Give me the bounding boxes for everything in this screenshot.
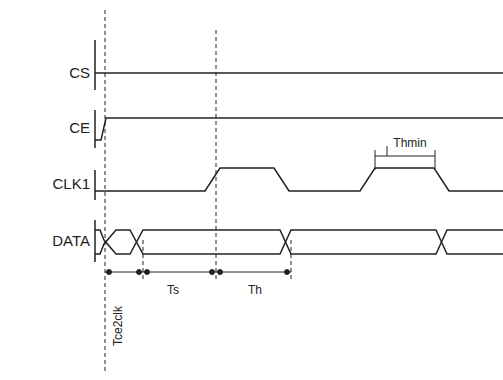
timing-label: Tce2clk [112, 306, 124, 346]
timing-label: Thmin [392, 137, 427, 149]
arrow-dot [137, 270, 142, 275]
timing-label: Th [247, 284, 263, 296]
dashed-guide [291, 240, 292, 280]
arrow-dot [145, 270, 150, 275]
arrow-dot [285, 270, 290, 275]
data-wave [95, 230, 503, 254]
dashed-guide [105, 10, 106, 372]
arrow-dot [107, 270, 112, 275]
reference-line [94, 220, 96, 262]
signal-name: CLK1 [52, 176, 90, 191]
signal-name: DATA [52, 233, 90, 248]
dashed-guide [216, 30, 217, 280]
timing-label: Ts [166, 284, 180, 296]
cs-wave [95, 72, 503, 74]
dimension-line [375, 156, 435, 157]
signal-name: CS [69, 65, 90, 80]
ce-wave [95, 118, 503, 140]
data-wave [95, 230, 503, 254]
dashed-guide [143, 240, 144, 280]
arrow-dot [210, 270, 215, 275]
timing-arrow [105, 272, 291, 273]
signal-name: CE [69, 120, 90, 135]
reference-line [94, 40, 96, 90]
reference-line [94, 170, 96, 200]
clk-wave [95, 168, 503, 191]
dimension-tick [387, 146, 388, 156]
arrow-dot [218, 270, 223, 275]
dimension-tick [435, 150, 436, 170]
reference-line [94, 110, 96, 148]
dimension-tick [375, 150, 376, 170]
